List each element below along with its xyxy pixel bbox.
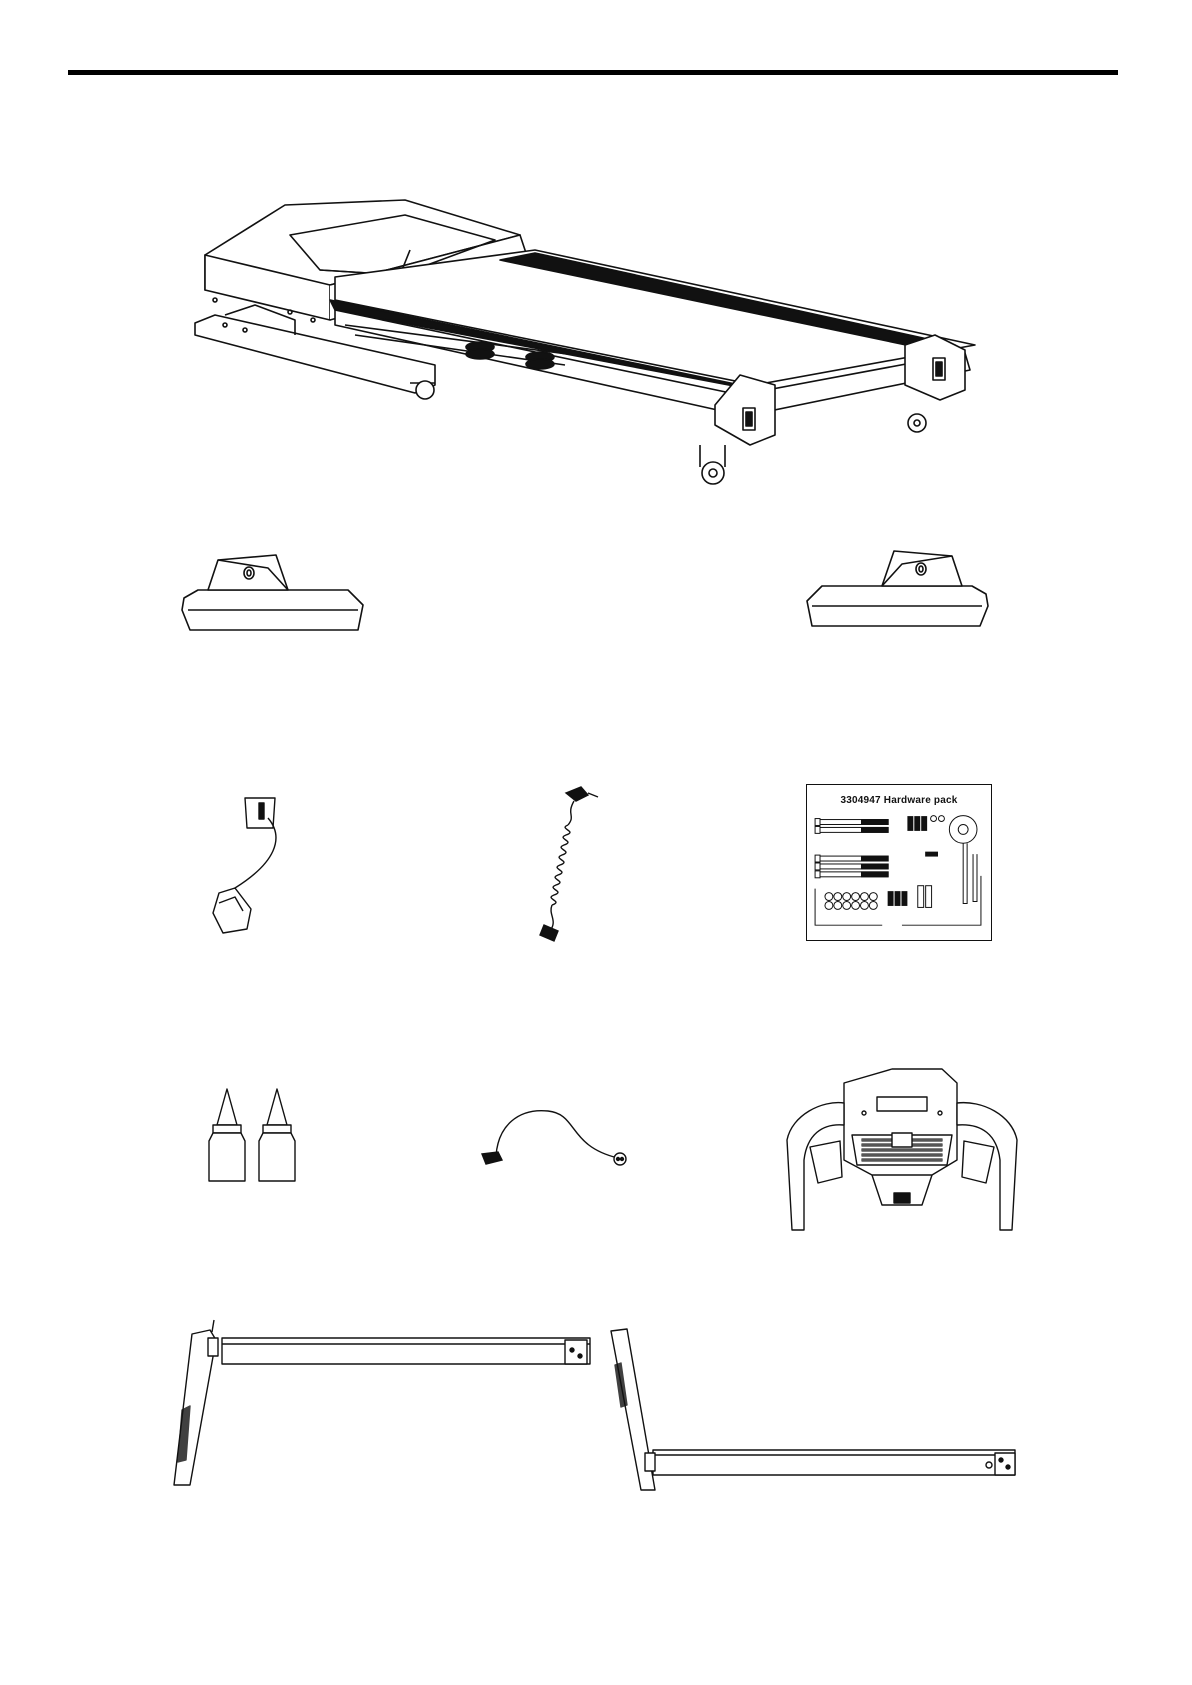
right-upright-drawing (605, 1325, 1025, 1490)
treadmill-base-drawing (195, 195, 1025, 495)
right-base-cover-drawing (802, 546, 992, 632)
lubricant-bottles-drawing (205, 1085, 305, 1183)
hardware-pack-title: 3304947 Hardware pack (807, 795, 991, 806)
power-cord-drawing (478, 1106, 628, 1168)
console-drawing (782, 1065, 1022, 1225)
left-base-cover-drawing (178, 550, 368, 636)
header-rule (68, 70, 1118, 75)
coiled-cable-drawing (536, 785, 616, 945)
hardware-pack-card: 3304947 Hardware pack (806, 784, 992, 941)
safety-key-drawing (205, 793, 295, 943)
hardware-items-drawing (807, 785, 991, 940)
left-upright-drawing (170, 1320, 600, 1490)
